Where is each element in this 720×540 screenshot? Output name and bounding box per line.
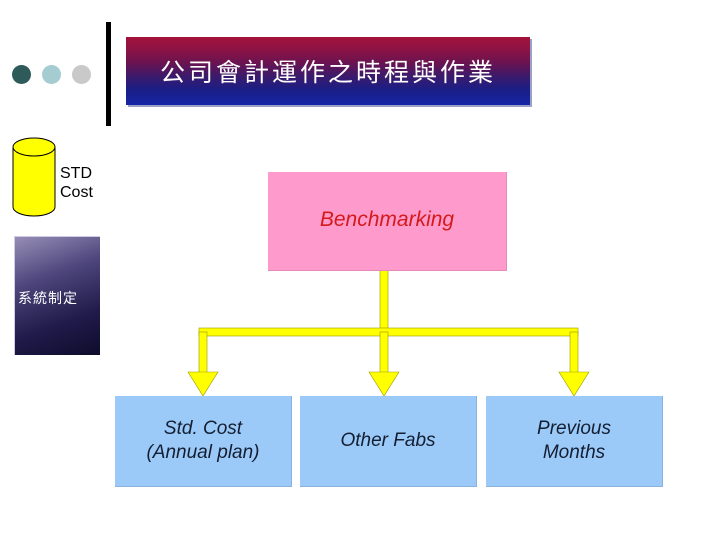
arrow-right-icon	[558, 371, 590, 397]
dot-teal-icon	[42, 65, 61, 84]
std-cost-label: STD Cost	[60, 165, 93, 201]
connector-trunk	[379, 269, 389, 333]
other-fabs-node-label: Other Fabs	[340, 430, 436, 451]
dot-dark-icon	[12, 65, 31, 84]
std-cost-node: Std. Cost (Annual plan)	[115, 396, 292, 487]
connector-left-stem	[198, 331, 208, 377]
vertical-divider	[106, 22, 111, 126]
dot-grey-icon	[72, 65, 91, 84]
connector-right-stem	[569, 331, 579, 377]
previous-months-node-label: Previous Months	[537, 418, 611, 463]
arrow-mid-icon	[368, 371, 400, 397]
side-tile-text: 系統制定	[18, 291, 78, 307]
previous-months-node: Previous Months	[486, 396, 663, 487]
benchmarking-label: Benchmarking	[319, 208, 455, 231]
arrow-left-icon	[187, 371, 219, 397]
side-tile	[14, 236, 100, 355]
connector-mid-stem	[379, 331, 389, 377]
connector-bar	[198, 327, 579, 337]
title-banner: 公司會計運作之時程與作業	[126, 37, 530, 105]
page-title: 公司會計運作之時程與作業	[159, 58, 496, 87]
std-cost-node-label: Std. Cost (Annual plan)	[146, 418, 260, 463]
database-cylinder-icon	[12, 137, 56, 217]
benchmarking-node	[268, 172, 507, 271]
other-fabs-node: Other Fabs	[300, 396, 477, 487]
